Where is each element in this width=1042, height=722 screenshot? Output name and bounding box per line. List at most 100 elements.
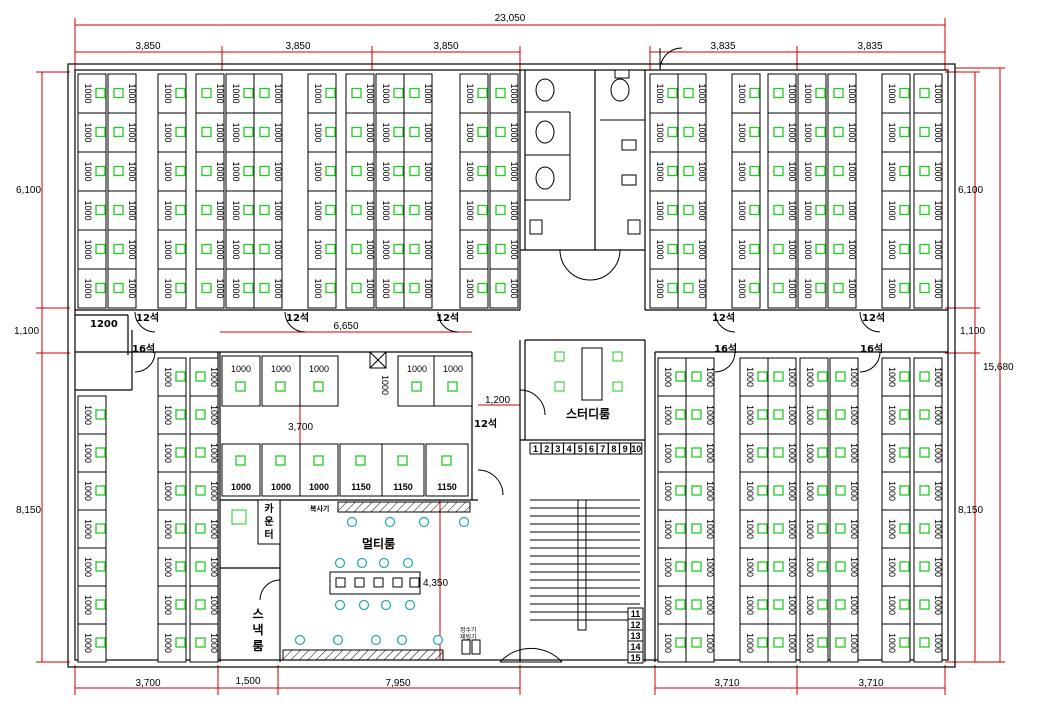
desk-booth: 1000 (799, 395, 829, 435)
booth-size-label: 1000 (933, 200, 943, 220)
desk-booth: 1000 (739, 433, 769, 473)
desk-booth: 1000 (77, 547, 107, 587)
booth-size-label: 1000 (365, 239, 375, 259)
stair-number-label: 9 (623, 444, 628, 454)
center-booth-top: 1000 (221, 355, 261, 407)
booth-size-label: 1000 (697, 83, 707, 103)
booth-size-label: 1000 (805, 633, 815, 653)
booth-size-label: 1000 (663, 367, 673, 387)
stair-number: 15 (627, 651, 644, 664)
booth-size-label: 1000 (83, 122, 93, 142)
desk-booths: 1000100010001000100010001000100010001000… (77, 73, 943, 663)
desk-booth: 1000 (767, 73, 797, 114)
booth-size-label: 1000 (663, 557, 673, 577)
desk-booth: 1000 (489, 151, 519, 192)
desk-booth: 1000 (459, 151, 489, 192)
booth-size-label: 1000 (313, 122, 323, 142)
chair-icon (691, 371, 702, 382)
booth-size-label: 1000 (787, 443, 797, 463)
desk-booth: 1000 (77, 229, 107, 270)
booth-size-label: 1000 (465, 239, 475, 259)
dim-top-2: 3,850 (285, 41, 310, 52)
chair-icon (495, 165, 506, 177)
booth-size-label: 1000 (231, 200, 241, 220)
desk-booth: 1000 (881, 229, 911, 270)
desk-booth: 1000 (767, 433, 797, 473)
chair-icon (195, 523, 206, 534)
desk-booth: 1000 (253, 190, 283, 231)
desk-booth: 1000 (195, 229, 225, 270)
chair-icon (259, 282, 270, 294)
stair-number-label: 3 (555, 444, 560, 454)
booth-size-label: 1000 (83, 557, 93, 577)
chair-icon (835, 637, 846, 648)
chair-icon (817, 485, 828, 496)
booth-size-label: 1000 (127, 200, 137, 220)
desk-booth: 1000 (913, 585, 943, 625)
desk-booth: 1000 (189, 471, 219, 511)
chair-icon (380, 599, 392, 611)
booth-size-label: 1000 (705, 405, 715, 425)
center-booth-top: 1000 (433, 355, 473, 407)
desk-booth: 1000 (157, 433, 187, 473)
desk-booth: 1000 (195, 268, 225, 309)
chair-icon (384, 516, 396, 528)
desk-booth: 1000 (657, 509, 687, 549)
desk-booth: 1000 (657, 623, 687, 663)
booth-size-label: 1000 (83, 443, 93, 463)
chair-icon (243, 165, 254, 177)
booth-size-label: 1000 (423, 83, 433, 103)
chair-icon (95, 523, 106, 534)
chair-icon (749, 282, 760, 294)
chair-icon (259, 126, 270, 138)
stair-number: 14 (627, 640, 644, 653)
chair-icon (95, 126, 106, 138)
chair-icon (919, 409, 930, 420)
room-labels: 12석 12석 12석 12석 12석 12석 16석 16석 16석 1200… (90, 311, 885, 641)
desk-booth: 1000 (489, 112, 519, 153)
chair-icon (95, 165, 106, 177)
booth-size-label: 1000 (663, 595, 673, 615)
booth-size-label: 1000 (705, 557, 715, 577)
booth-size-label: 1000 (787, 200, 797, 220)
chair-icon (351, 87, 362, 99)
booth-size-label: 1000 (273, 161, 283, 181)
desk-booth: 1000 (225, 151, 255, 192)
booth-size-label: 1000 (83, 161, 93, 181)
chair-icon (95, 409, 106, 420)
chair-icon (919, 282, 930, 294)
booth-size-label: 1000 (663, 481, 673, 501)
chair-icon (243, 243, 254, 255)
desk-booth: 1000 (107, 112, 137, 153)
chair-icon (411, 381, 422, 392)
chair-icon (334, 599, 346, 611)
booth-size-label: 1000 (655, 239, 665, 259)
booth-size-label: 1000 (215, 83, 225, 103)
desk-booth: 1000 (157, 190, 187, 231)
desk-booth: 1000 (77, 623, 107, 663)
booth-size-label: 1000 (933, 633, 943, 653)
booth-size-label: 1000 (163, 405, 173, 425)
desk-booth: 1000 (799, 433, 829, 473)
booth-size-label: 1000 (127, 122, 137, 142)
booth-size-label: 1000 (787, 633, 797, 653)
desk-booth: 1000 (881, 433, 911, 473)
desk-booth: 1000 (189, 357, 219, 397)
stair-number: 5 (574, 442, 587, 455)
stair-number: 1 (529, 442, 542, 455)
desk-booth: 1000 (375, 151, 405, 192)
booth-size-label: 1150 (393, 482, 413, 492)
chair-icon (95, 204, 106, 216)
booth-size-label: 1000 (849, 633, 859, 653)
booth-size-label: 1000 (933, 481, 943, 501)
booth-size-label: 1000 (663, 519, 673, 539)
desk-booth: 1000 (881, 357, 911, 397)
chair-icon (919, 126, 930, 138)
chair-icon (201, 243, 212, 255)
booth-size-label: 1000 (887, 633, 897, 653)
chair-icon (833, 87, 844, 99)
chair-icon (899, 523, 910, 534)
desk-booth: 1000 (403, 229, 433, 270)
chair-icon (899, 599, 910, 610)
desk-booth: 1000 (307, 151, 337, 192)
